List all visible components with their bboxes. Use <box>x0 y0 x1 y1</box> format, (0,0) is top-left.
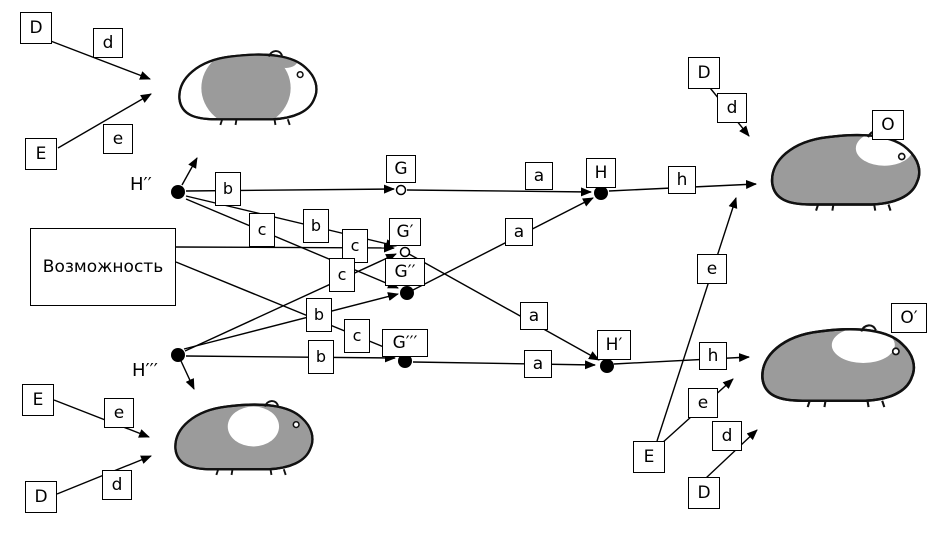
box-d-offspring-bottom: d <box>712 421 742 451</box>
box-d-parent-top: d <box>93 28 123 58</box>
box-O-prime: O′ <box>891 303 927 333</box>
box-d-offspring-top: d <box>717 93 747 123</box>
box-e-parent-top: e <box>103 124 133 154</box>
box-possibility: Возможность <box>30 228 176 306</box>
edge-Gp-a-Hp <box>408 253 600 361</box>
box-b-4: b <box>308 340 334 374</box>
box-G-double-prime: G′′ <box>385 258 425 286</box>
dot-H-double-prime <box>171 185 185 199</box>
edge-Hppp-to-pig <box>180 360 195 390</box>
pig-ear-icon <box>267 50 283 58</box>
box-c-4: c <box>344 319 370 353</box>
edge-D-d-parent-top <box>47 39 151 80</box>
box-a-3: a <box>520 302 548 330</box>
box-b-3: b <box>306 298 332 332</box>
box-e-offspring-top: e <box>697 254 727 284</box>
box-H: H <box>586 158 616 188</box>
box-G-triple-prime: G′′′ <box>382 329 428 357</box>
edge-D-d-offspring-bottom <box>705 429 758 479</box>
edge-Hpp-to-pig <box>181 157 198 186</box>
edge-Gpp-a-H <box>412 197 594 291</box>
box-H-prime: H′ <box>597 330 631 360</box>
box-a-1: a <box>525 162 553 190</box>
box-d-parent-bottom: d <box>102 470 132 500</box>
pig-eye-icon <box>292 420 300 429</box>
box-e-parent-bottom: e <box>104 398 134 428</box>
box-a-4: a <box>524 350 552 378</box>
box-b-1: b <box>215 172 241 206</box>
edge-G-a-H <box>406 187 592 197</box>
pig-eye-icon <box>891 347 900 356</box>
edge-E-e-parent-bottom <box>53 399 150 438</box>
guinea-pig-parent-bottom-left <box>174 400 314 476</box>
edge-Hppp-c-Gp <box>184 253 397 352</box>
pig-ear-icon <box>860 324 877 332</box>
pig-ear-icon <box>263 400 279 408</box>
guinea-pig-offspring-O <box>770 130 921 211</box>
box-a-2: a <box>505 218 533 246</box>
label-H-double-prime: H′′ <box>130 174 152 195</box>
circle-G <box>395 184 407 196</box>
edge-Hp-h-Op <box>613 353 750 365</box>
box-h-2: h <box>699 342 727 370</box>
box-D-parent-bottom: D <box>25 481 57 513</box>
edge-Hppp-b-Gppp <box>185 353 396 363</box>
box-D-offspring-top: D <box>688 57 720 89</box>
box-c-3: c <box>329 258 355 292</box>
dot-G-double-prime <box>400 286 414 300</box>
box-E-parent-bottom: E <box>22 384 54 416</box>
box-c-2: c <box>342 229 368 263</box>
edge-Hppp-b-Gpp <box>183 292 399 350</box>
box-E-parent-top: E <box>25 138 57 170</box>
box-e-offspring-bottom: e <box>688 388 718 418</box>
guinea-pig-offspring-O-prime <box>761 324 916 408</box>
box-c-1: c <box>249 213 275 247</box>
box-h-1: h <box>668 166 696 194</box>
dot-H-triple-prime <box>171 348 185 362</box>
dot-H <box>594 186 608 200</box>
box-E-offspring: E <box>633 441 665 473</box>
event-dots <box>171 184 614 373</box>
circle-G-prime <box>399 246 411 258</box>
dot-G-triple-prime <box>398 354 412 368</box>
guinea-pig-parent-top-left <box>178 50 318 126</box>
edge-E-e-parent-top <box>57 93 152 149</box>
box-D-parent-top: D <box>20 12 52 44</box>
box-b-2: b <box>303 209 329 243</box>
edge-E-e-offspring-top <box>656 197 738 442</box>
dot-H-prime <box>600 359 614 373</box>
pig-eye-icon <box>897 152 906 161</box>
edge-Hpp-c-Gpp <box>185 198 399 289</box>
box-G-prime: G′ <box>389 218 421 246</box>
pig-eye-icon <box>296 70 304 79</box>
box-D-offspring-bottom: D <box>688 477 720 509</box>
edge-Gppp-a-Hp <box>412 360 596 370</box>
box-O: O <box>872 110 904 140</box>
box-G: G <box>386 155 416 183</box>
label-H-triple-prime: H′′′ <box>132 360 158 381</box>
